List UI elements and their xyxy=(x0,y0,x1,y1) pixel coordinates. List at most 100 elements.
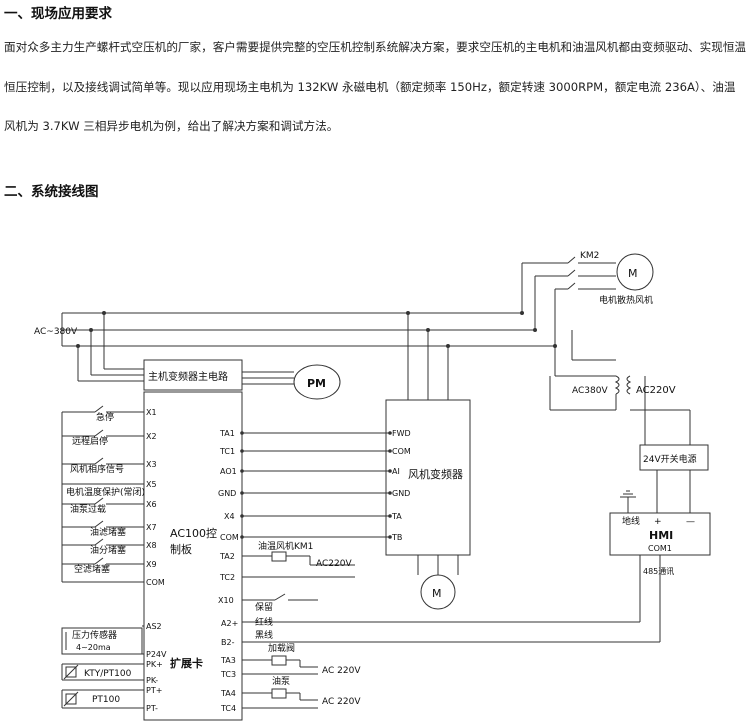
pressure-sensor-label: 压力传感器 xyxy=(72,629,117,641)
right-terminal-2: AO1 xyxy=(220,467,237,476)
fan-terminal-5: TB xyxy=(391,533,402,542)
exp-left-3: PK- xyxy=(146,676,158,685)
transformer-branch xyxy=(549,330,691,445)
rs485-lines xyxy=(242,555,661,643)
pm-motor-label: PM xyxy=(307,377,326,390)
fan-vfd-motor-label: M xyxy=(432,587,442,600)
exp-left-4: PT+ xyxy=(146,686,162,695)
input-terminal-3: X5 xyxy=(146,480,157,489)
input-terminal-8: COM xyxy=(146,578,165,587)
ac220-a-label: AC 220V xyxy=(322,666,361,676)
reserve-label: 保留 xyxy=(255,601,273,613)
hmi-title: HMI xyxy=(649,529,673,542)
right-terminal-5: COM xyxy=(220,533,239,542)
right-terminal-1: TC1 xyxy=(219,447,235,456)
hmi-minus: — xyxy=(686,517,695,527)
right-terminal-8: X10 xyxy=(218,596,234,605)
fan-motor-symbol xyxy=(616,253,654,291)
input-label-2: 风机相序信号 xyxy=(70,463,124,475)
ac220-b-label: AC 220V xyxy=(322,697,361,707)
ac380-bus xyxy=(61,311,557,348)
input-label-5: 油滤堵塞 xyxy=(90,526,126,538)
kty-label: KTY/PT100 xyxy=(84,669,132,679)
right-terminal-0: TA1 xyxy=(219,429,235,438)
main-drive-box xyxy=(143,359,243,391)
main-drive-feed xyxy=(76,311,144,382)
fan-vfd-feed xyxy=(406,311,459,575)
input-label-7: 空滤堵塞 xyxy=(74,563,110,575)
exp-right-1: B2- xyxy=(221,638,235,647)
psu-box xyxy=(639,444,709,471)
fan-terminal-2: AI xyxy=(392,467,400,476)
main-drive-label: 主机变频器主电路 xyxy=(148,370,228,383)
exp-right-3: TC3 xyxy=(220,670,236,679)
input-terminal-5: X7 xyxy=(146,523,157,532)
fan-terminal-4: TA xyxy=(391,512,402,521)
right-terminal-6: TA2 xyxy=(219,552,235,561)
exp-left-2: PK+ xyxy=(146,660,163,669)
input-label-6: 油分堵塞 xyxy=(90,544,126,556)
input-terminal-6: X8 xyxy=(146,541,157,550)
hmi-com1: COM1 xyxy=(648,544,672,553)
input-terminal-4: X6 xyxy=(146,500,157,509)
input-terminal-1: X2 xyxy=(146,432,157,441)
hmi-plus: + xyxy=(654,517,662,527)
exp-left-0: AS2 xyxy=(146,622,162,631)
black-wire-label: 黑线 xyxy=(255,629,273,641)
km2-label: KM2 xyxy=(580,251,599,261)
load-valve-label: 加载阀 xyxy=(268,642,295,654)
oil-pump-branch xyxy=(242,688,318,709)
pressure-range-label: 4~20ma xyxy=(76,643,111,652)
expansion-card-label: 扩展卡 xyxy=(170,656,203,670)
km2-branch xyxy=(521,256,616,346)
pm-motor-symbol xyxy=(293,364,341,400)
fan-terminal-1: COM xyxy=(392,447,411,456)
controller-label: AC100控 xyxy=(170,526,217,540)
fan-terminal-0: FWD xyxy=(392,429,411,438)
right-terminal-4: X4 xyxy=(224,512,235,521)
red-wire-label: 红线 xyxy=(255,616,273,628)
hmi-ground-label: 地线 xyxy=(622,515,640,527)
km1-branch xyxy=(242,551,355,601)
ground-symbol xyxy=(620,490,636,513)
transformer-secondary-label: AC220V xyxy=(636,385,676,396)
pt100-label: PT100 xyxy=(92,695,120,705)
controller-label-2: 制板 xyxy=(170,542,192,556)
input-terminal-0: X1 xyxy=(146,408,157,417)
input-label-1: 远程启停 xyxy=(72,435,108,447)
fan-vfd-motor-symbol xyxy=(420,574,456,610)
exp-right-0: A2+ xyxy=(221,619,238,628)
exp-left-5: PT- xyxy=(146,704,158,713)
input-label-0: 急停 xyxy=(96,411,114,423)
exp-right-2: TA3 xyxy=(220,656,236,665)
fan-motor-label: 电机散热风机 xyxy=(599,294,653,306)
km1-supply-label: AC220V xyxy=(316,559,352,569)
exp-right-5: TC4 xyxy=(220,704,236,713)
pt100-wiring xyxy=(61,689,144,709)
fan-vfd-label: 风机变频器 xyxy=(408,467,463,481)
pressure-sensor-wiring xyxy=(61,625,144,655)
load-valve-branch xyxy=(242,655,318,675)
oil-pump-label: 油泵 xyxy=(272,675,290,687)
input-terminal-7: X9 xyxy=(146,560,157,569)
exp-left-1: P24V xyxy=(146,650,167,659)
fan-terminal-3: GND xyxy=(392,489,410,498)
section-1-title: 一、现场应用要求 xyxy=(4,6,112,22)
transformer-primary-label: AC380V xyxy=(572,386,608,396)
fan-vfd-signal-lines xyxy=(242,432,390,538)
exp-right-4: TA4 xyxy=(220,689,236,698)
requirements-paragraph: 面对众多主力生产螺杆式空压机的厂家，客户需要提供完整的空压机控制系统解决方案，要… xyxy=(4,40,747,133)
fan-motor-m: M xyxy=(628,267,638,280)
input-label-3: 电机温度保护(常闭) xyxy=(66,486,145,498)
terminal-dots xyxy=(240,431,392,539)
input-contacts xyxy=(61,405,144,583)
hmi-485: 485通讯 xyxy=(643,566,674,576)
psu-label: 24V开关电源 xyxy=(643,453,697,465)
input-label-4: 油泵过载 xyxy=(70,503,106,515)
km1-label: 油温风机KM1 xyxy=(258,540,313,552)
right-terminal-3: GND xyxy=(218,489,236,498)
supply-label: AC~380V xyxy=(34,327,78,337)
section-2-title: 二、系统接线图 xyxy=(4,184,99,200)
kty-wiring xyxy=(61,663,144,681)
